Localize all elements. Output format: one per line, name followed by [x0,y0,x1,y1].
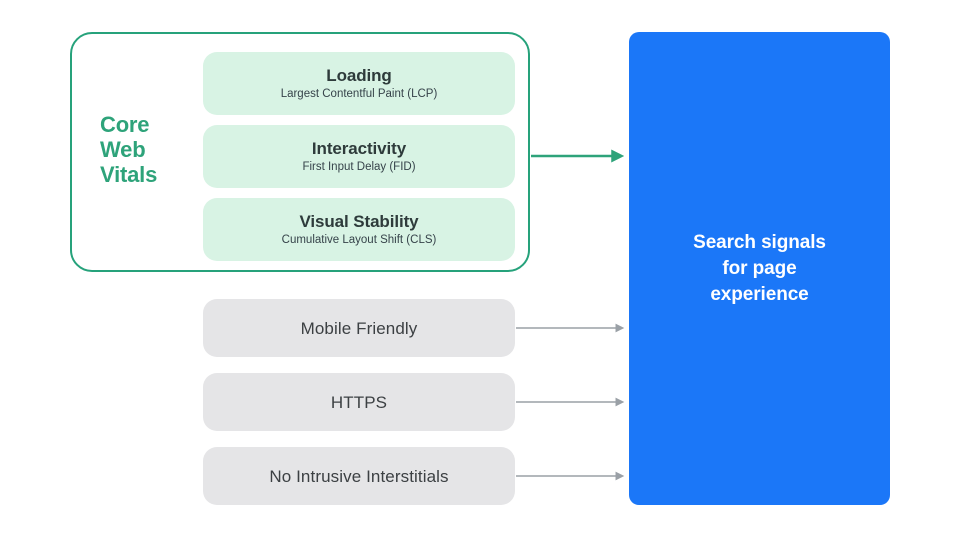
metric-subtitle: First Input Delay (FID) [302,161,416,173]
search-signals-line-2: for page [722,257,797,279]
metric-card-visual-stability[interactable]: Visual Stability Cumulative Layout Shift… [203,198,515,261]
metric-card-interactivity[interactable]: Interactivity First Input Delay (FID) [203,125,515,188]
core-web-vitals-label-line-2: Web [100,137,146,162]
search-signals-panel[interactable]: Search signals for page experience [629,32,890,505]
metric-subtitle: Largest Contentful Paint (LCP) [280,88,438,100]
search-signals-line-3: experience [710,283,809,305]
search-signals-panel-text: Search signals for page experience [693,230,826,308]
signal-card-no-intrusive-interstitials[interactable]: No Intrusive Interstitials [203,447,515,505]
metric-title: Loading [326,66,392,85]
metric-card-loading[interactable]: Loading Largest Contentful Paint (LCP) [203,52,515,115]
signal-title: Mobile Friendly [300,318,418,338]
core-web-vitals-label: Core Web Vitals [100,112,196,187]
search-signals-line-1: Search signals [693,231,826,253]
signal-title: HTTPS [330,392,388,412]
core-web-vitals-label-line-3: Vitals [100,162,158,187]
metric-title: Visual Stability [299,212,419,231]
core-web-vitals-label-line-1: Core [100,112,150,137]
metric-subtitle: Cumulative Layout Shift (CLS) [281,234,437,246]
metric-title: Interactivity [311,139,407,158]
signal-card-mobile-friendly[interactable]: Mobile Friendly [203,299,515,357]
signal-card-https[interactable]: HTTPS [203,373,515,431]
signal-title: No Intrusive Interstitials [269,466,449,486]
